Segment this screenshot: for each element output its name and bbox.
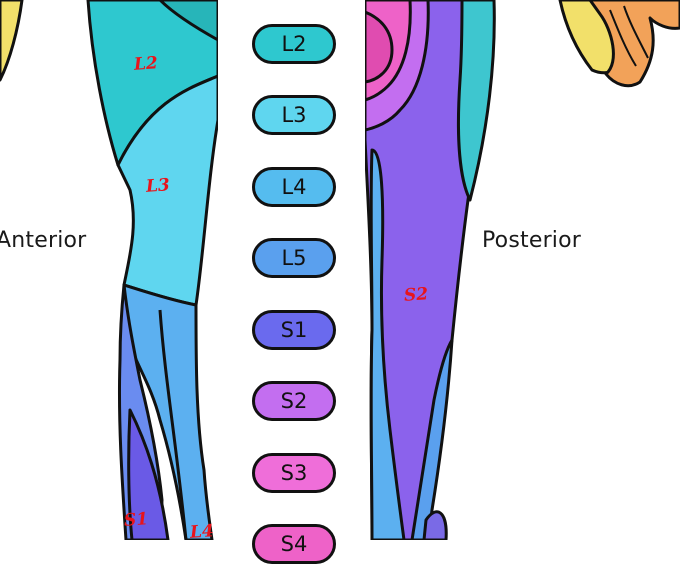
anterior-tibia-line — [158, 309, 188, 540]
anterior-label: Anterior — [0, 228, 87, 253]
posterior-lateral-strip — [456, 0, 496, 202]
annotation-s1: S1 — [123, 509, 149, 531]
posterior-s5-buttock — [363, 10, 394, 84]
posterior-label: Posterior — [482, 228, 582, 253]
annotation-l2: L2 — [133, 53, 159, 75]
anterior-s1-region — [127, 408, 170, 540]
anterior-l3-region — [116, 74, 220, 307]
dermatome-diagram — [0, 0, 680, 540]
posterior-leg — [363, 0, 496, 540]
foot-top-right — [558, 0, 680, 88]
dermatome-pill-l3: L3 — [252, 95, 336, 135]
dermatome-pill-s3: S3 — [252, 453, 336, 493]
dermatome-pill-l2: L2 — [252, 24, 336, 64]
anterior-other-leg-yellow — [0, 0, 24, 82]
foot-toe-lines — [609, 5, 649, 67]
dermatome-pill-l5: L5 — [252, 238, 336, 278]
dermatome-pill-l4: L4 — [252, 167, 336, 207]
foot-orange-toes — [588, 0, 680, 88]
posterior-l4-calf-strip — [369, 148, 406, 540]
annotation-s2: S2 — [403, 284, 429, 306]
anterior-leg — [0, 0, 220, 540]
posterior-heel — [422, 510, 448, 540]
annotation-l3: L3 — [145, 175, 171, 197]
anterior-l4-region — [122, 283, 214, 540]
dermatome-pill-s1: S1 — [252, 310, 336, 350]
dermatome-pill-s2: S2 — [252, 381, 336, 421]
anterior-l2-upper-blob — [158, 0, 220, 42]
dermatome-pill-s4: S4 — [252, 524, 336, 564]
